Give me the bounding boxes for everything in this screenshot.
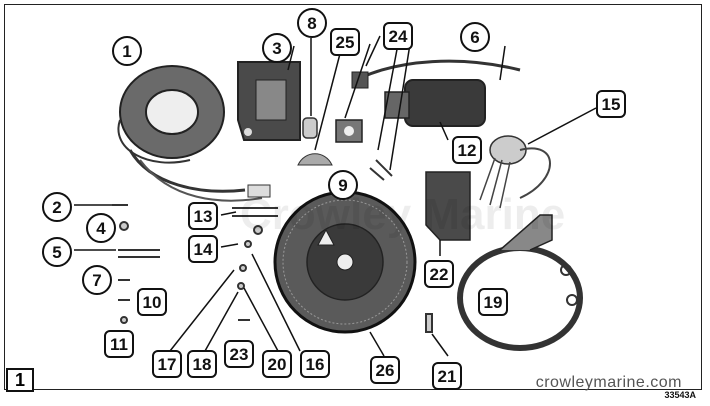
sensor-part (335, 119, 363, 143)
callout-23: 23 (224, 340, 254, 368)
plate-part (425, 171, 471, 241)
callout-21: 21 (432, 362, 462, 390)
flywheel-part (273, 190, 417, 334)
callout-17: 17 (152, 350, 182, 378)
site-url: crowleymarine.com (535, 374, 682, 391)
callout-10: 10 (137, 288, 167, 316)
rectifier-part (479, 135, 551, 209)
callout-26: 26 (370, 356, 400, 384)
callout-19: 19 (478, 288, 508, 316)
leader-lines (74, 35, 597, 357)
callout-8: 8 (297, 8, 327, 38)
callout-18: 18 (187, 350, 217, 378)
watermark-text: Crowley Marine (240, 190, 566, 239)
callout-3: 3 (262, 33, 292, 63)
callout-24: 24 (383, 22, 413, 50)
hardware-parts (112, 159, 433, 333)
callout-15: 15 (596, 90, 626, 118)
callout-4: 4 (86, 213, 116, 243)
stator-part (117, 65, 271, 202)
callout-5: 5 (42, 237, 72, 267)
callout-25: 25 (330, 28, 360, 56)
callout-1: 1 (112, 36, 142, 66)
callout-9: 9 (328, 170, 358, 200)
callout-22: 22 (424, 260, 454, 288)
callout-20: 20 (262, 350, 292, 378)
starter-motor-part (351, 59, 521, 127)
bracket-part (237, 61, 301, 141)
figure-code: 33543A (664, 390, 696, 400)
callout-16: 16 (300, 350, 330, 378)
figure-frame (4, 4, 702, 390)
callout-2: 2 (42, 192, 72, 222)
callout-11: 11 (104, 330, 134, 358)
callout-13: 13 (188, 202, 218, 230)
spacer-part (302, 117, 318, 139)
callout-12: 12 (452, 136, 482, 164)
figure-number-tag: 1 (6, 368, 34, 392)
callout-14: 14 (188, 235, 218, 263)
callout-7: 7 (82, 265, 112, 295)
callout-6: 6 (460, 22, 490, 52)
wire-harness-part (457, 214, 583, 351)
key-part (297, 153, 333, 166)
